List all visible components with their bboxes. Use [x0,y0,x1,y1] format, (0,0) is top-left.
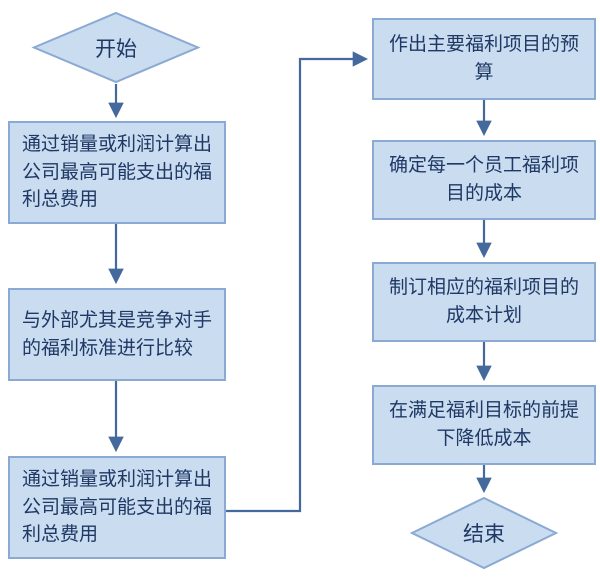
step-calc-max-welfare-cost-1: 通过销量或利润计算出公司最高可能支出的福利总费用 [8,121,226,224]
step-label: 与外部尤其是竞争对手的福利标准进行比较 [22,308,213,359]
step-label: 通过销量或利润计算出公司最高可能支出的福利总费用 [22,133,213,211]
step-calc-max-welfare-cost-2: 通过销量或利润计算出公司最高可能支出的福利总费用 [8,456,226,559]
step-label: 作出主要福利项目的预算 [388,33,579,83]
step-label: 制订相应的福利项目的成本计划 [388,276,579,326]
start-label: 开始 [95,36,137,61]
end-label: 结束 [463,522,505,546]
step-label: 在满足福利目标的前提下降低成本 [388,399,579,449]
end-diamond-shape [409,496,559,570]
start-node: 开始 [31,11,201,84]
step-label: 通过销量或利润计算出公司最高可能支出的福利总费用 [22,468,213,546]
end-node: 结束 [409,496,559,570]
step-compare-competitor-standards: 与外部尤其是竞争对手的福利标准进行比较 [8,288,226,381]
step-determine-item-cost: 确定每一个员工福利项目的成本 [372,140,596,220]
start-diamond-shape [31,11,201,84]
arrow-left3-to-right1 [226,51,369,513]
step-make-cost-plan: 制订相应的福利项目的成本计划 [372,262,596,342]
step-budget-main-welfare-items: 作出主要福利项目的预算 [372,18,596,100]
step-label: 确定每一个员工福利项目的成本 [388,154,579,204]
step-reduce-cost: 在满足福利目标的前提下降低成本 [372,385,596,465]
